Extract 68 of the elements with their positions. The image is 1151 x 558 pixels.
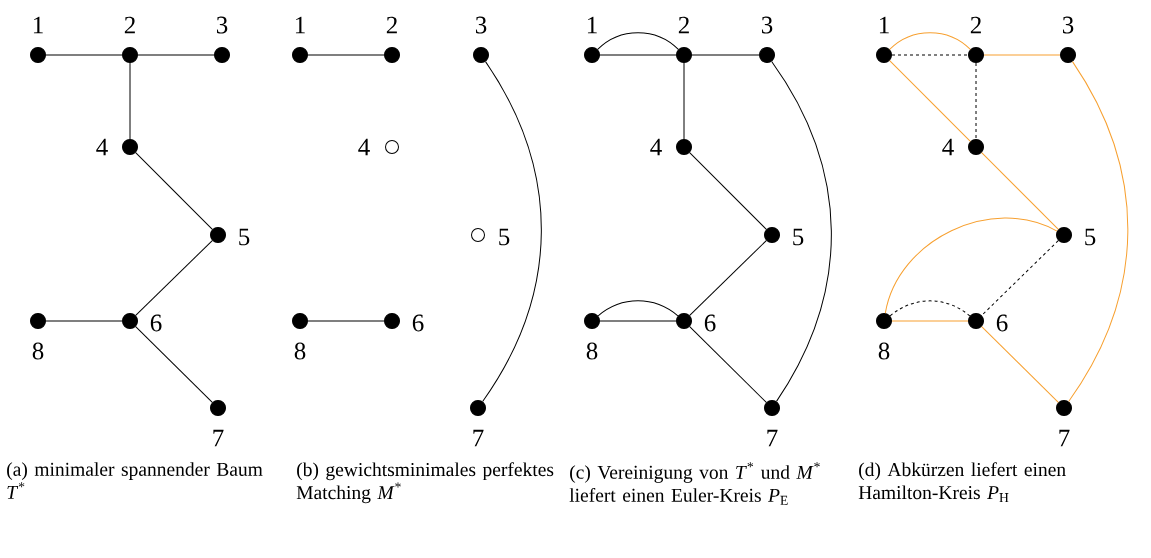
vertex-label: 5 <box>793 228 804 246</box>
vertex-label: 1 <box>295 16 305 34</box>
vertex-label: 8 <box>32 342 44 360</box>
edge <box>599 320 677 322</box>
vertex-label: 1 <box>33 16 43 34</box>
vertex-label: 6 <box>150 314 162 332</box>
vertex-label: 7 <box>1059 429 1070 447</box>
edge <box>599 54 677 56</box>
edge <box>689 152 767 230</box>
edge <box>975 62 977 140</box>
vertex-label: 8 <box>294 342 306 360</box>
vertex-label: 4 <box>358 138 370 156</box>
edge <box>597 300 679 317</box>
edge <box>683 62 685 140</box>
vertex-label: 2 <box>678 16 689 34</box>
edge <box>135 240 213 316</box>
edge <box>889 32 971 50</box>
vertex-label: 3 <box>216 16 228 34</box>
edge <box>129 62 131 140</box>
vertex-label: 2 <box>386 16 397 34</box>
vertex-label: 3 <box>475 16 487 34</box>
vertex-label: 7 <box>473 429 484 447</box>
edge <box>597 32 679 50</box>
vertex-label: 5 <box>239 228 250 246</box>
edge <box>307 320 385 322</box>
edge <box>891 54 969 56</box>
edge <box>981 152 1059 230</box>
edge <box>889 300 971 317</box>
edge <box>45 54 123 56</box>
edge <box>691 54 760 56</box>
edge <box>689 326 767 403</box>
edge <box>981 326 1059 403</box>
edge <box>689 240 767 316</box>
subfigure-caption: (a) minimaler spannender Baum T$^{*}$ <box>7 462 263 499</box>
vertex-label: 4 <box>942 138 954 156</box>
subfigure-caption: (d) Abkürzen liefert einen Hamilton-Kreis P$_{H}$ <box>858 462 1066 503</box>
edge <box>981 240 1059 316</box>
edge <box>45 320 123 322</box>
edge <box>889 60 971 142</box>
vertex-label: 4 <box>96 138 108 156</box>
edge <box>482 61 542 402</box>
vertex-label: 1 <box>879 16 889 34</box>
vertex-label: 8 <box>878 342 890 360</box>
vertex-label: 6 <box>412 314 424 332</box>
vertex-label: 8 <box>586 342 598 360</box>
vertex-label: 3 <box>1062 16 1074 34</box>
vertex-label: 5 <box>1085 228 1096 246</box>
subfigure-caption: (b) gewichtsminimales perfektes Matching M$^{*}$ <box>296 462 554 504</box>
edge <box>135 326 213 403</box>
vertex-label: 2 <box>124 16 135 34</box>
vertex-label: 3 <box>761 16 773 34</box>
edge <box>307 54 385 56</box>
vertex-label: 7 <box>767 429 778 447</box>
edge <box>891 320 969 322</box>
vertex-label: 1 <box>587 16 597 34</box>
edge <box>983 54 1061 56</box>
edge <box>135 152 213 230</box>
vertex-label: 6 <box>704 314 716 332</box>
vertex-label: 5 <box>499 228 510 246</box>
vertex-label: 6 <box>996 314 1008 332</box>
edge <box>137 54 215 56</box>
vertex-label: 2 <box>970 16 981 34</box>
subfigure-caption: (c) Vereinigung von T$^{*}$ und M$^{*}$ liefert einen Euler-Kreis P$_{E}$ <box>569 462 820 505</box>
edge <box>771 61 832 402</box>
edge <box>884 217 1058 314</box>
edge <box>1068 61 1129 402</box>
vertex-label: 7 <box>213 429 224 447</box>
vertex-label: 4 <box>650 138 662 156</box>
